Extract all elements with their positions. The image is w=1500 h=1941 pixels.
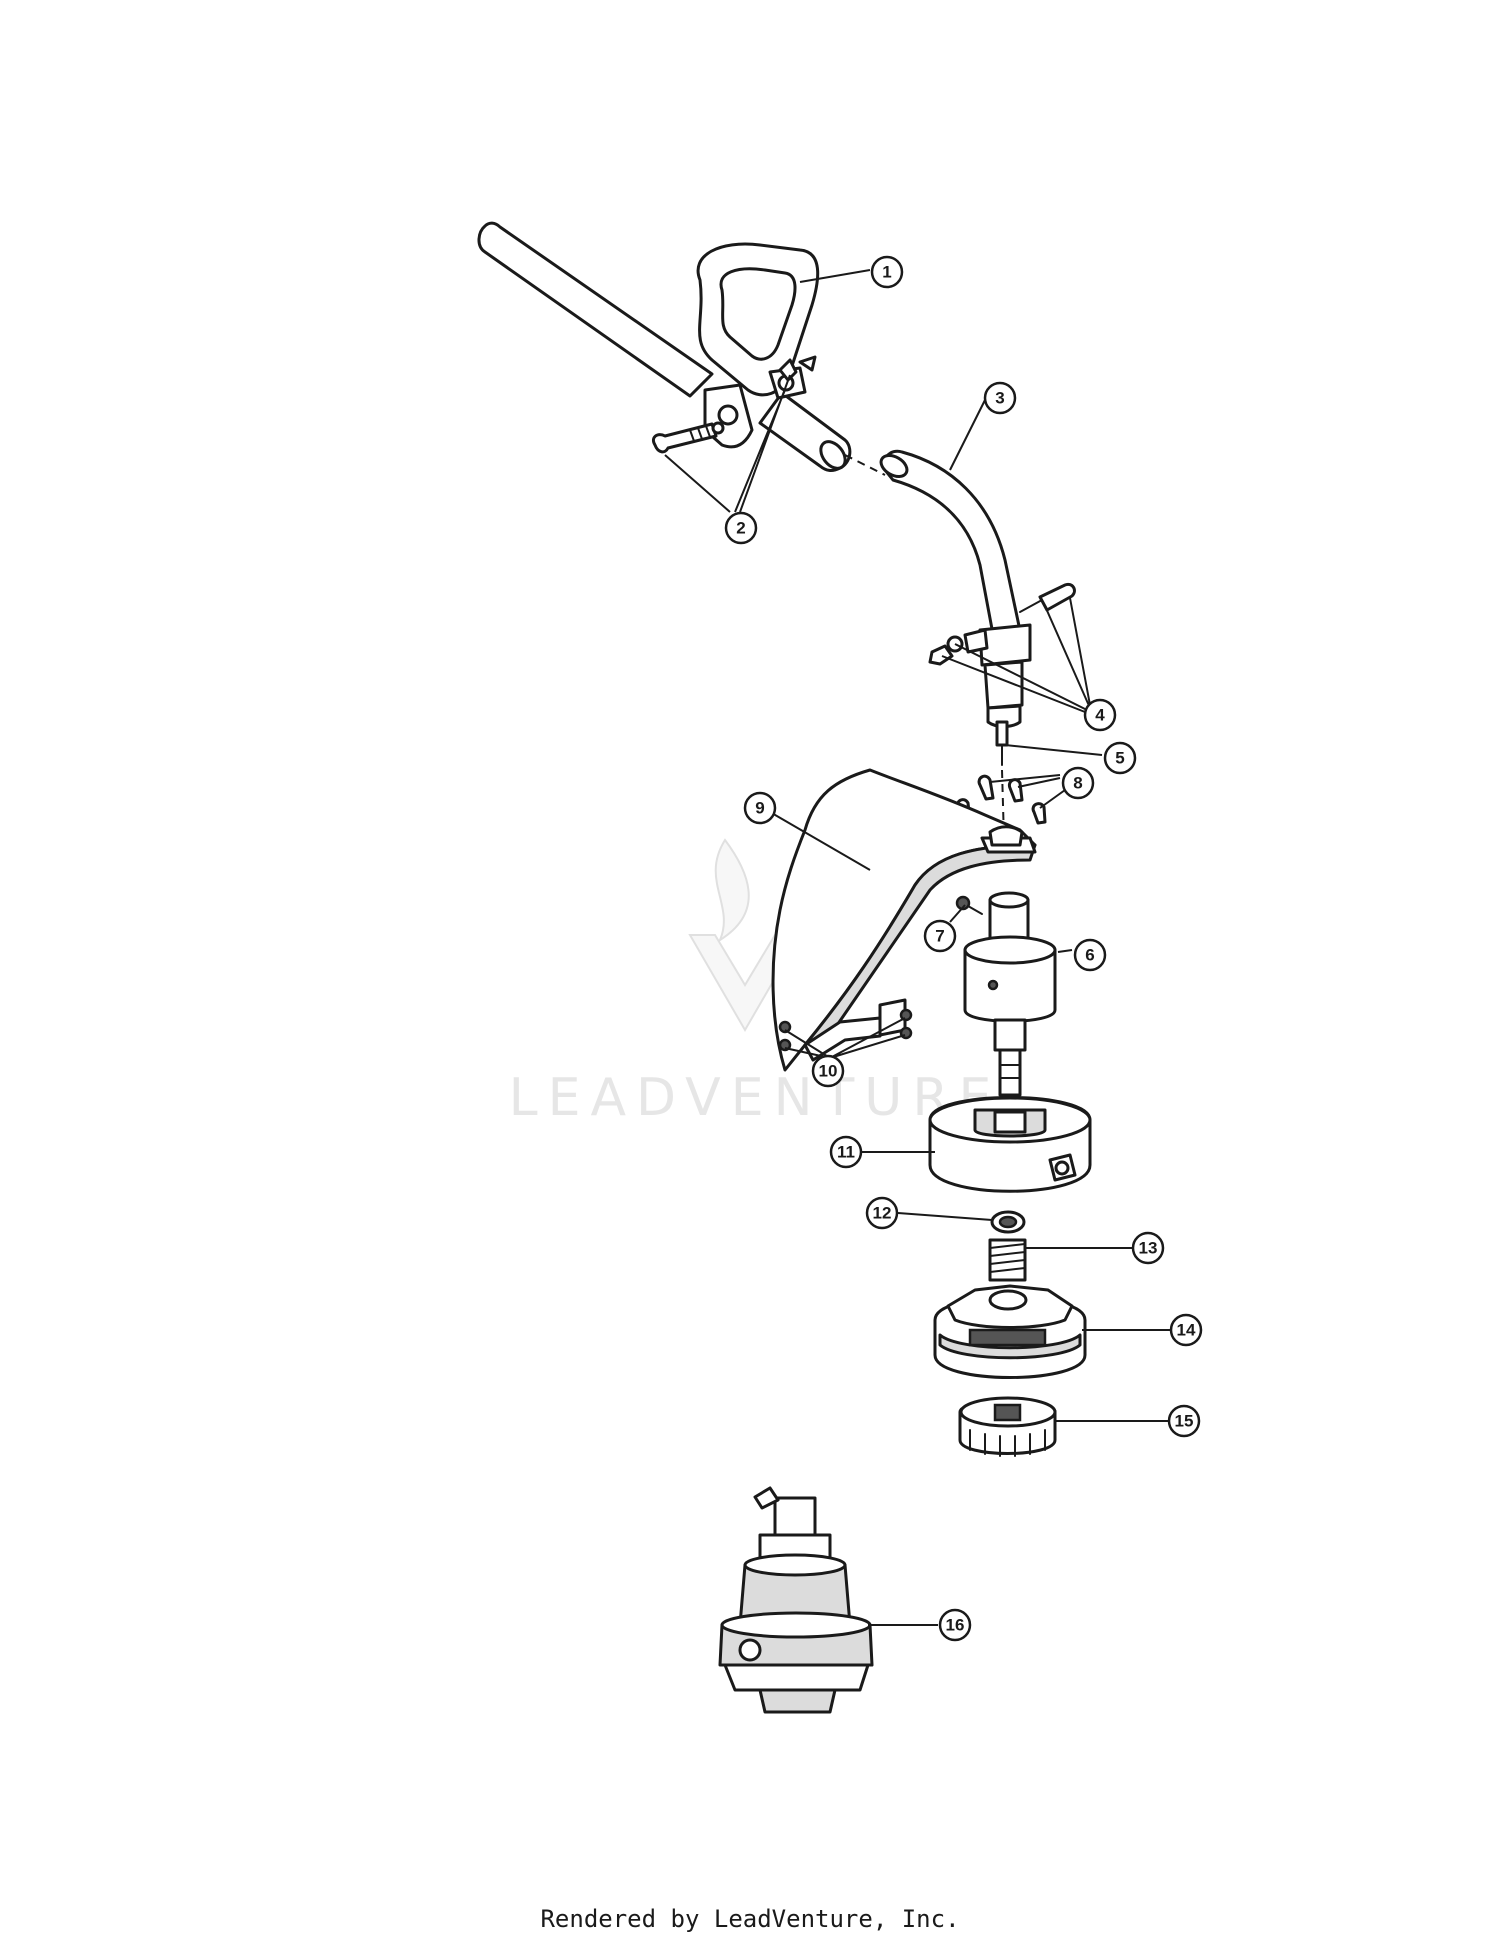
footer-credit: Rendered by LeadVenture, Inc.	[540, 1905, 960, 1933]
callout-5[interactable]: 5	[1103, 741, 1137, 775]
callout-8[interactable]: 8	[1061, 766, 1095, 800]
part-7-screw[interactable]	[955, 895, 983, 915]
part-13-spring[interactable]	[988, 1238, 1027, 1282]
part-9-guard[interactable]	[771, 768, 1037, 1072]
leader-lines	[664, 269, 1170, 1626]
svg-text:12: 12	[873, 1204, 892, 1223]
svg-text:14: 14	[1177, 1321, 1196, 1340]
part-1-shaft-and-handle[interactable]	[477, 221, 852, 473]
svg-text:6: 6	[1085, 946, 1094, 965]
svg-text:10: 10	[819, 1062, 838, 1081]
watermark-text: LEADVENTURE	[509, 1068, 1002, 1128]
svg-text:5: 5	[1115, 749, 1124, 768]
svg-text:8: 8	[1073, 774, 1082, 793]
callout-3[interactable]: 3	[983, 381, 1017, 415]
svg-text:9: 9	[755, 799, 764, 818]
callout-4[interactable]: 4	[1083, 698, 1117, 732]
assembly-line-shaft	[844, 454, 886, 476]
svg-text:7: 7	[935, 927, 944, 946]
svg-text:15: 15	[1175, 1412, 1194, 1431]
part-16-head-assembly[interactable]	[718, 1486, 874, 1714]
callout-16[interactable]: 16	[938, 1608, 972, 1642]
callout-2[interactable]: 2	[724, 511, 758, 545]
part-15-bump-knob[interactable]	[958, 1396, 1057, 1457]
callout-11[interactable]: 11	[829, 1135, 863, 1169]
part-10-guard-screws[interactable]	[778, 1008, 913, 1052]
svg-text:11: 11	[837, 1143, 855, 1162]
part-12-washer[interactable]	[990, 1210, 1026, 1234]
callout-10[interactable]: 10	[811, 1054, 845, 1088]
part-5-shaft-pin[interactable]	[995, 720, 1009, 766]
svg-text:16: 16	[946, 1616, 965, 1635]
callout-7[interactable]: 7	[923, 919, 957, 953]
svg-text:13: 13	[1139, 1239, 1158, 1258]
svg-text:2: 2	[736, 519, 745, 538]
callout-1[interactable]: 1	[870, 255, 904, 289]
callout-6[interactable]: 6	[1073, 938, 1107, 972]
callout-14[interactable]: 14	[1169, 1313, 1203, 1347]
svg-text:3: 3	[995, 389, 1004, 408]
callout-13[interactable]: 13	[1131, 1231, 1165, 1265]
callout-12[interactable]: 12	[865, 1196, 899, 1230]
part-2-bolt-hardware[interactable]	[651, 358, 798, 454]
part-14-inner-spool[interactable]	[933, 1284, 1087, 1379]
callout-15[interactable]: 15	[1167, 1404, 1201, 1438]
part-3-lower-shaft[interactable]	[877, 449, 1032, 728]
part-11-spool-housing[interactable]	[928, 1096, 1092, 1193]
part-4-clamp-hardware[interactable]	[928, 582, 1076, 666]
svg-text:1: 1	[882, 263, 891, 282]
callout-9[interactable]: 9	[743, 791, 777, 825]
svg-text:4: 4	[1095, 706, 1105, 725]
part-6-gear-head[interactable]	[963, 891, 1057, 1097]
